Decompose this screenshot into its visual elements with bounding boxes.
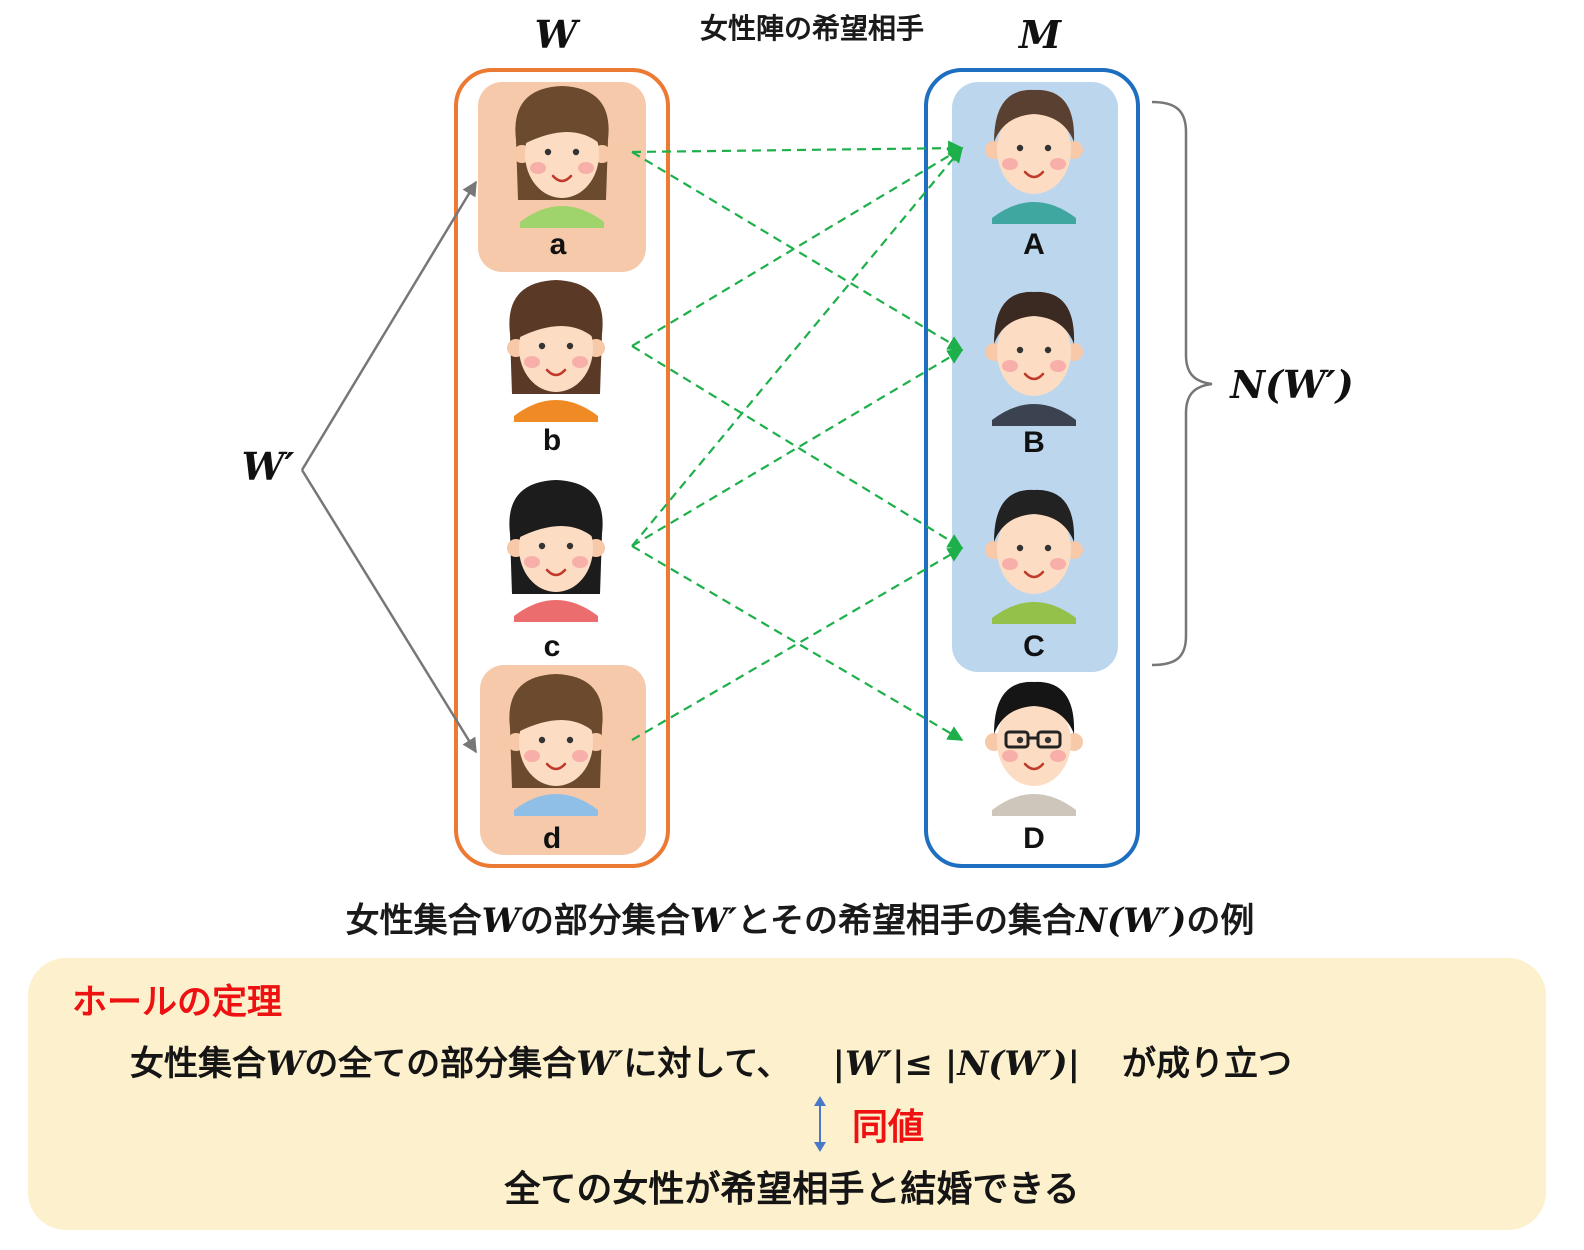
- neighborhood-label: N(W′): [1229, 362, 1353, 407]
- set-w-container: [454, 68, 670, 868]
- man-label: D: [1023, 822, 1045, 855]
- preference-edge-b-A: [631, 147, 964, 347]
- woman-a: a: [513, 86, 611, 261]
- woman-avatar-icon: [513, 86, 611, 228]
- theorem-box: [28, 958, 1546, 1230]
- preference-edge-a-B: [631, 151, 964, 351]
- subset-label: W′: [242, 444, 295, 489]
- equivalence-arrow-icon: [814, 1096, 826, 1152]
- neighborhood-brace: [1151, 100, 1213, 667]
- preference-edge-a-A: [631, 140, 964, 156]
- subset-bracket: [300, 180, 478, 754]
- man-avatar-icon: [985, 489, 1083, 624]
- woman-c: c: [507, 480, 605, 663]
- man-avatar-icon: [985, 89, 1083, 224]
- set-m-container: [924, 68, 1140, 868]
- man-B: B: [985, 291, 1083, 459]
- men-list: A B C D: [985, 89, 1083, 855]
- preference-edges: [631, 140, 964, 741]
- preference-edge-c-D: [631, 545, 964, 741]
- woman-b: b: [507, 280, 605, 457]
- man-label: B: [1023, 426, 1045, 459]
- woman-d: d: [507, 674, 605, 855]
- set-w-heading: W: [535, 12, 581, 57]
- set-m-heading: M: [1017, 12, 1062, 57]
- preference-edge-b-C: [631, 345, 964, 549]
- man-A: A: [985, 89, 1083, 261]
- woman-label: a: [550, 228, 567, 261]
- man-avatar-icon: [985, 681, 1083, 816]
- man-D: D: [985, 681, 1083, 855]
- preference-edge-d-C: [631, 547, 964, 741]
- woman-label: b: [543, 424, 561, 457]
- preference-edge-c-B: [631, 349, 964, 547]
- diagram-title: 女性陣の希望相手: [700, 12, 924, 45]
- woman-avatar-icon: [507, 674, 605, 816]
- theorem-title: ホールの定理: [72, 983, 283, 1023]
- woman-label: d: [543, 822, 561, 855]
- man-label: A: [1023, 228, 1045, 261]
- theorem-result: 全ての女性が希望相手と結婚できる: [504, 1169, 1080, 1210]
- preference-edge-c-A: [631, 146, 963, 547]
- women-list: a b c d: [507, 86, 611, 855]
- man-C: C: [985, 489, 1083, 663]
- diagram-caption: 女性集合Wの部分集合W′とその希望相手の集合N(W′)の例: [346, 901, 1255, 941]
- woman-avatar-icon: [507, 480, 605, 622]
- man-avatar-icon: [985, 291, 1083, 426]
- man-label: C: [1023, 630, 1045, 663]
- equivalence-label: 同値: [852, 1107, 925, 1148]
- woman-label: c: [544, 630, 561, 663]
- bipartite-diagram: W 女性陣の希望相手 M W′ N(W′) a b c d A B C D 女性集合Wの部分…: [242, 12, 1354, 941]
- woman-avatar-icon: [507, 280, 605, 422]
- theorem-statement: 女性集合Wの全ての部分集合W′に対して、|W′|≤ |N(W′)|が成り立つ: [130, 1044, 1292, 1084]
- hall-inequality: |W′|≤ |N(W′)|: [832, 1044, 1080, 1084]
